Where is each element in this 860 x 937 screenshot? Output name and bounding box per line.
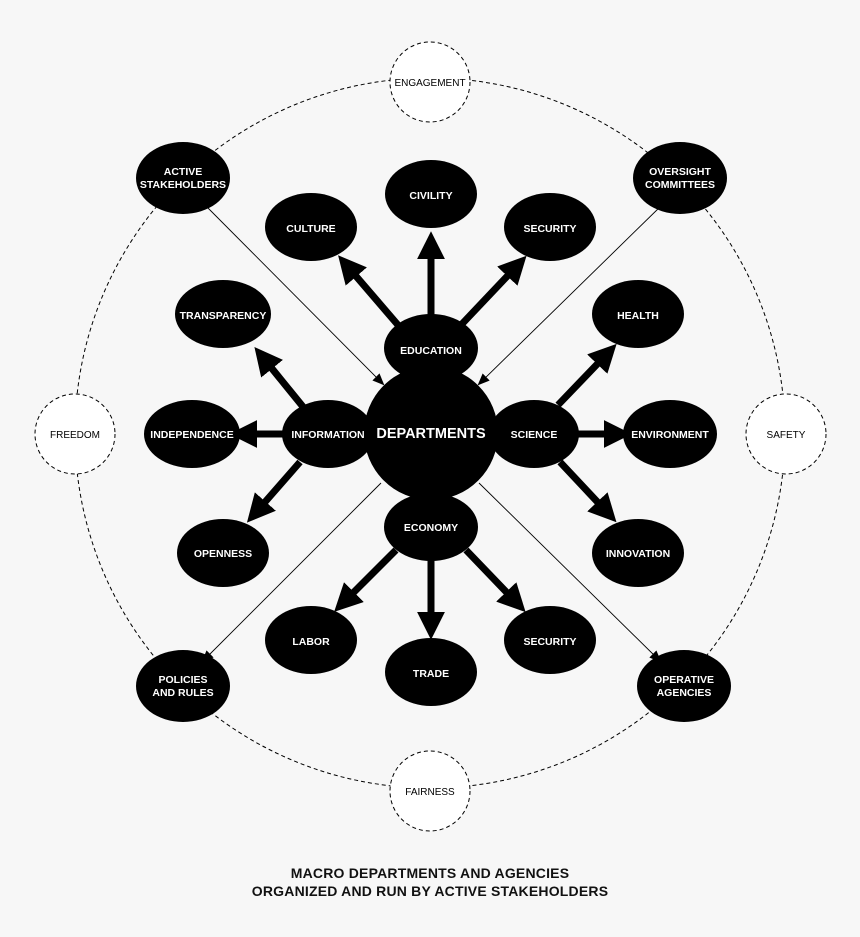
node-policies-and-rules: POLICIES AND RULES — [136, 650, 230, 722]
operative-agencies-label-1: OPERATIVE — [654, 674, 714, 686]
information-label: INFORMATION — [291, 429, 364, 441]
engagement-label: ENGAGEMENT — [394, 78, 465, 89]
node-active-stakeholders: ACTIVE STAKEHOLDERS — [136, 142, 230, 214]
value-engagement: ENGAGEMENT — [389, 41, 471, 123]
caption-line-2: ORGANIZED AND RUN BY ACTIVE STAKEHOLDERS — [251, 883, 609, 899]
freedom-label: FREEDOM — [50, 430, 100, 441]
node-trade: TRADE — [385, 638, 477, 706]
trade-label: TRADE — [413, 668, 449, 680]
arrow-to-labor — [334, 547, 399, 612]
node-independence: INDEPENDENCE — [144, 400, 240, 468]
node-information: INFORMATION — [282, 400, 374, 468]
node-culture: CULTURE — [265, 193, 357, 261]
value-fairness: FAIRNESS — [389, 750, 471, 832]
education-label: EDUCATION — [400, 345, 462, 357]
security-top-label: SECURITY — [523, 223, 576, 235]
culture-label: CULTURE — [286, 223, 335, 235]
node-environment: ENVIRONMENT — [623, 400, 717, 468]
arrow-to-health — [555, 343, 617, 408]
safety-label: SAFETY — [767, 430, 806, 441]
connector-policies-and-rules — [201, 482, 382, 663]
node-economy: ECONOMY — [384, 493, 478, 561]
independence-label: INDEPENDENCE — [150, 429, 233, 441]
node-security-bottom: SECURITY — [504, 606, 596, 674]
policies-and-rules-label-2: AND RULES — [152, 687, 213, 699]
node-labor: LABOR — [265, 606, 357, 674]
operative-agencies-label-2: AGENCIES — [657, 687, 712, 699]
environment-label: ENVIRONMENT — [631, 429, 709, 441]
active-stakeholders-label-1: ACTIVE — [164, 166, 203, 178]
connector-oversight-committees — [477, 204, 663, 386]
civility-label: CIVILITY — [409, 190, 452, 202]
policies-and-rules-label-1: POLICIES — [158, 674, 207, 686]
economy-label: ECONOMY — [404, 522, 458, 534]
node-health: HEALTH — [592, 280, 684, 348]
node-education: EDUCATION — [384, 314, 478, 382]
arrow-to-transparency — [254, 346, 307, 411]
health-label: HEALTH — [617, 310, 659, 322]
node-security-top: SECURITY — [504, 193, 596, 261]
active-stakeholders-label-2: STAKEHOLDERS — [140, 179, 226, 191]
departments-label: DEPARTMENTS — [376, 426, 486, 442]
value-safety: SAFETY — [745, 393, 827, 475]
openness-label: OPENNESS — [194, 548, 252, 560]
node-departments: DEPARTMENTS — [364, 366, 498, 500]
transparency-label: TRANSPARENCY — [180, 310, 267, 322]
connector-operative-agencies — [478, 482, 662, 663]
science-label: SCIENCE — [511, 429, 558, 441]
arrow-to-security-bottom — [463, 547, 526, 613]
arrow-to-culture — [338, 255, 401, 328]
node-operative-agencies: OPERATIVE AGENCIES — [637, 650, 731, 722]
security-bottom-label: SECURITY — [523, 636, 576, 648]
fairness-label: FAIRNESS — [405, 787, 455, 798]
node-openness: OPENNESS — [177, 519, 269, 587]
value-freedom: FREEDOM — [34, 393, 116, 475]
labor-label: LABOR — [292, 636, 330, 648]
node-innovation: INNOVATION — [592, 519, 684, 587]
innovation-label: INNOVATION — [606, 548, 670, 560]
node-oversight-committees: OVERSIGHT COMMITTEES — [633, 142, 727, 214]
arrow-to-openness — [246, 459, 303, 523]
arrow-to-security-top — [458, 255, 527, 328]
node-civility: CIVILITY — [385, 160, 477, 228]
node-transparency: TRANSPARENCY — [175, 280, 271, 348]
arrow-to-innovation — [557, 459, 617, 523]
caption-line-1: MACRO DEPARTMENTS AND AGENCIES — [290, 865, 570, 881]
oversight-committees-label-2: COMMITTEES — [645, 179, 715, 191]
oversight-committees-label-1: OVERSIGHT — [649, 166, 711, 178]
node-science: SCIENCE — [489, 400, 579, 468]
connector-active-stakeholders — [204, 204, 385, 386]
